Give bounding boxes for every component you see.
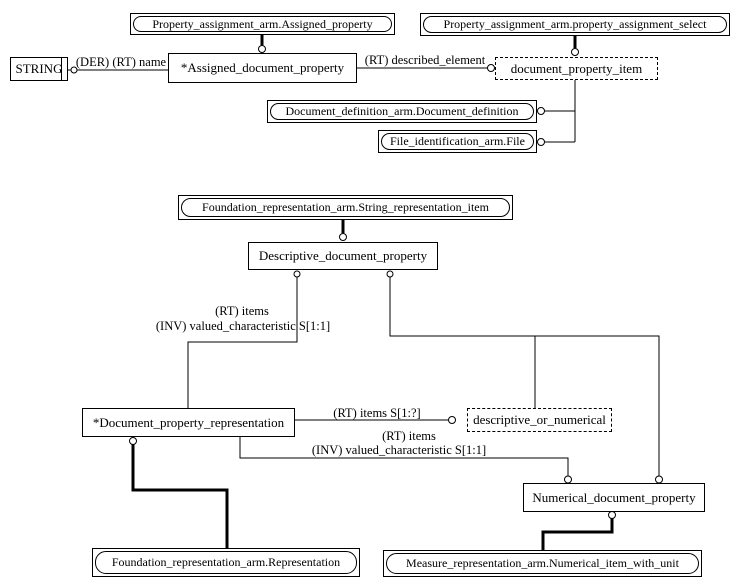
ref-inner: File_identification_arm.File bbox=[381, 133, 534, 150]
ref-label: Property_assignment_arm.property_assignm… bbox=[443, 17, 707, 31]
ref-label: Property_assignment_arm.Assigned_propert… bbox=[152, 16, 373, 31]
entity-label: Descriptive_document_property bbox=[258, 248, 428, 263]
ref-label: Foundation_representation_arm.Representa… bbox=[111, 555, 341, 569]
terminator-circle bbox=[537, 107, 545, 115]
ref-numerical-item-with-unit: Measure_representation_arm.Numerical_ite… bbox=[383, 550, 702, 577]
terminator-circle bbox=[537, 138, 545, 146]
ref-inner: Measure_representation_arm.Numerical_ite… bbox=[386, 553, 699, 574]
ref-inner: Property_assignment_arm.property_assignm… bbox=[423, 16, 727, 33]
ref-label: Measure_representation_arm.Numerical_ite… bbox=[406, 556, 679, 570]
terminator-circle bbox=[293, 270, 301, 278]
terminator-circle bbox=[258, 45, 266, 53]
ref-property-assignment-select: Property_assignment_arm.property_assignm… bbox=[420, 13, 730, 36]
entity-numerical-document-property: Numerical_document_property bbox=[523, 483, 705, 512]
select-document-property-item: document_property_item bbox=[495, 57, 658, 80]
ref-inner: Document_definition_arm.Document_definit… bbox=[270, 103, 534, 120]
entity-document-property-representation: *Document_property_representation bbox=[82, 408, 295, 437]
entity-label: *Document_property_representation bbox=[92, 414, 285, 430]
string-type-double-bar bbox=[61, 58, 62, 80]
wire-representation-super bbox=[131, 444, 229, 549]
terminator-circle bbox=[386, 270, 394, 278]
terminator-circle bbox=[129, 437, 137, 445]
ref-label: File_identification_arm.File bbox=[390, 134, 525, 148]
ref-representation: Foundation_representation_arm.Representa… bbox=[92, 548, 360, 577]
terminator-circle bbox=[448, 416, 456, 424]
entity-assigned-document-property: *Assigned_document_property bbox=[168, 53, 357, 83]
entity-label: *Assigned_document_property bbox=[180, 60, 345, 75]
wire-descriptive-or-numerical-select bbox=[389, 277, 660, 476]
terminator-circle bbox=[487, 64, 495, 72]
terminator-circle bbox=[339, 233, 347, 241]
label-rt-items-left: (RT) items bbox=[215, 304, 269, 318]
ref-label: Document_definition_arm.Document_definit… bbox=[285, 104, 519, 118]
type-string-label: STRING bbox=[15, 61, 63, 76]
ref-inner: Foundation_representation_arm.String_rep… bbox=[181, 198, 510, 217]
ref-inner: Foundation_representation_arm.Representa… bbox=[95, 551, 357, 574]
select-label: descriptive_or_numerical bbox=[473, 412, 606, 427]
ref-inner: Property_assignment_arm.Assigned_propert… bbox=[133, 16, 392, 32]
ref-file-identification: File_identification_arm.File bbox=[378, 130, 537, 153]
label-inv-valued-characteristic-right: (INV) valued_characteristic S[1:1] bbox=[311, 443, 487, 457]
wire-items-valued-characteristic-right bbox=[239, 437, 569, 476]
label-rt-items-right: (RT) items bbox=[382, 429, 436, 443]
label-der-rt-name: (DER) (RT) name bbox=[75, 55, 167, 69]
label-inv-valued-characteristic-left: (INV) valued_characteristic S[1:1] bbox=[155, 319, 331, 333]
label-rt-described-element: (RT) described_element bbox=[364, 53, 486, 67]
select-label: document_property_item bbox=[510, 60, 643, 76]
wire-document-property-item-select bbox=[544, 80, 576, 143]
type-string: STRING bbox=[10, 57, 68, 81]
terminator-circle bbox=[564, 475, 572, 484]
ref-document-definition: Document_definition_arm.Document_definit… bbox=[267, 100, 537, 123]
wire-numerical-item-with-unit-super bbox=[541, 518, 614, 550]
ref-assigned-property: Property_assignment_arm.Assigned_propert… bbox=[130, 13, 395, 35]
select-descriptive-or-numerical: descriptive_or_numerical bbox=[467, 408, 612, 432]
terminator-circle bbox=[608, 511, 616, 519]
terminator-circle bbox=[70, 66, 78, 74]
terminator-circle bbox=[571, 48, 579, 56]
entity-descriptive-document-property: Descriptive_document_property bbox=[248, 242, 438, 270]
label-rt-items-s: (RT) items S[1:?] bbox=[333, 406, 421, 420]
ref-string-representation-item: Foundation_representation_arm.String_rep… bbox=[178, 195, 513, 220]
terminator-circle bbox=[655, 475, 663, 484]
entity-label: Numerical_document_property bbox=[532, 489, 696, 505]
ref-label: Foundation_representation_arm.String_rep… bbox=[202, 200, 489, 214]
wire-items-valued-characteristic-left bbox=[187, 277, 298, 408]
